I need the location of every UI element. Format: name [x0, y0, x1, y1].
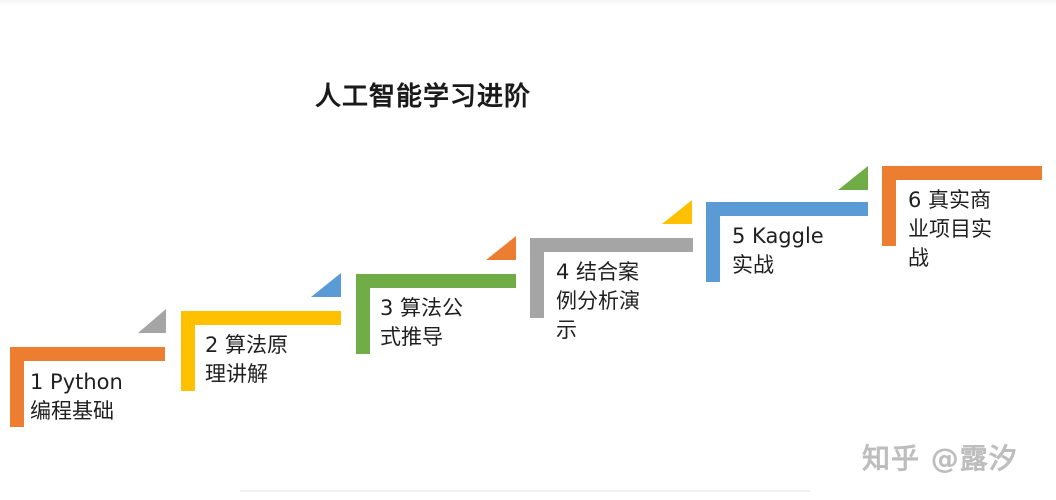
step-1-left-bar — [10, 347, 24, 427]
step-2-top-bar — [181, 311, 341, 325]
step-5-triangle — [838, 166, 868, 190]
step-1-top-bar — [10, 347, 165, 361]
bottom-divider — [240, 490, 810, 492]
step-2-triangle — [311, 273, 341, 297]
step-4: 4 结合案 例分析演 示 — [530, 200, 695, 348]
step-3-label: 3 算法公 式推导 — [380, 296, 464, 349]
top-strip — [0, 0, 1056, 6]
step-6-left-bar — [882, 166, 896, 246]
step-4-label: 4 结合案 例分析演 示 — [556, 260, 640, 342]
step-4-top-bar — [530, 238, 693, 252]
step-5: 5 Kaggle 实战 — [706, 166, 871, 284]
step-5-left-bar — [706, 202, 720, 282]
step-1-triangle — [138, 309, 166, 333]
step-3-top-bar — [356, 274, 516, 288]
watermark: 知乎 @露汐 — [862, 442, 1018, 475]
step-5-top-bar — [706, 202, 868, 216]
step-2: 2 算法原 理讲解 — [181, 273, 346, 393]
step-1-label: 1 Python 编程基础 — [30, 370, 123, 423]
step-6-label: 6 真实商 业项目实 战 — [908, 188, 992, 270]
step-4-triangle — [662, 200, 692, 224]
step-6-top-bar — [882, 166, 1042, 180]
step-2-left-bar — [181, 311, 195, 391]
step-3-triangle — [486, 236, 516, 260]
step-3-left-bar — [356, 274, 370, 354]
step-4-left-bar — [530, 238, 544, 318]
diagram-title: 人工智能学习进阶 — [315, 82, 532, 112]
step-3: 3 算法公 式推导 — [356, 236, 521, 356]
step-1: 1 Python 编程基础 — [10, 309, 170, 429]
step-2-label: 2 算法原 理讲解 — [205, 333, 289, 386]
step-5-label: 5 Kaggle 实战 — [732, 224, 824, 277]
step-6: 6 真实商 业项目实 战 — [882, 166, 1047, 276]
